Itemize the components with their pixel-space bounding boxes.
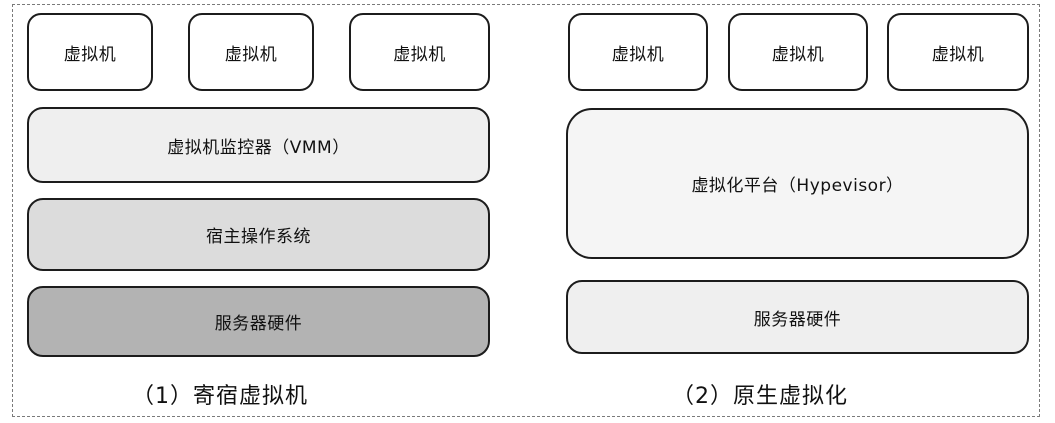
left-vm-3: 虚拟机 — [349, 13, 490, 91]
right-hypervisor-layer: 虚拟化平台（Hypevisor） — [566, 108, 1029, 259]
left-caption: （1）寄宿虚拟机 — [132, 384, 308, 409]
left-vm-2: 虚拟机 — [188, 13, 314, 91]
right-hardware-layer: 服务器硬件 — [566, 280, 1029, 354]
left-vmm-layer: 虚拟机监控器（VMM） — [27, 107, 490, 183]
diagram-frame — [12, 4, 1040, 417]
left-hardware-layer: 服务器硬件 — [27, 286, 490, 357]
right-vm-3: 虚拟机 — [887, 13, 1029, 91]
left-vm-1: 虚拟机 — [27, 13, 153, 91]
right-vm-1: 虚拟机 — [568, 13, 708, 91]
left-host-os-layer: 宿主操作系统 — [27, 198, 490, 271]
right-vm-2: 虚拟机 — [728, 13, 868, 91]
right-caption: （2）原生虚拟化 — [672, 384, 848, 409]
